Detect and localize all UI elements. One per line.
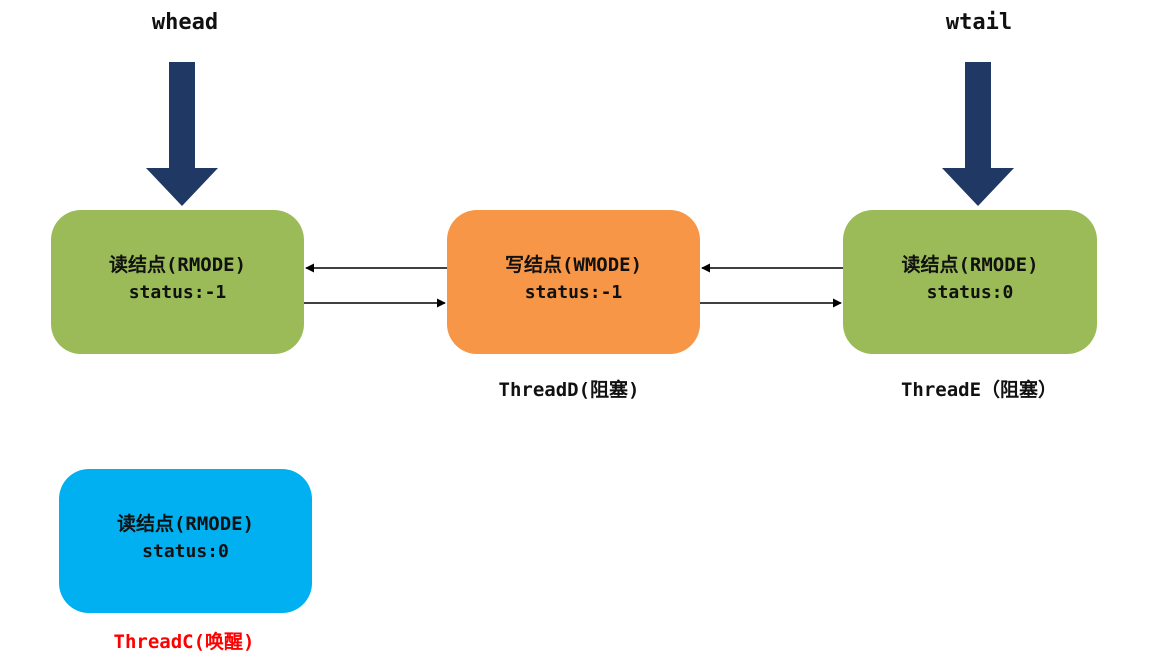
node-mode-label: 读结点(RMODE) <box>108 254 247 276</box>
tail-pointer-arrow <box>942 62 1014 206</box>
thread-c-label: ThreadC(唤醒) <box>113 631 255 653</box>
head-pointer-arrow <box>146 62 218 206</box>
node-mode-label: 读结点(RMODE) <box>116 513 255 535</box>
thread-e-label: ThreadE（阻塞） <box>900 379 1058 401</box>
read-node-tail: 读结点(RMODE) status:0 <box>843 210 1097 354</box>
node-mode-label: 写结点(WMODE) <box>504 254 643 276</box>
node-mode-label: 读结点(RMODE) <box>901 254 1039 276</box>
write-node: 写结点(WMODE) status:-1 <box>447 210 700 354</box>
node-status-label: status:0 <box>926 282 1014 303</box>
node-status-label: status:-1 <box>128 282 227 303</box>
node-status-label: status:0 <box>142 541 229 562</box>
awakened-read-node: 读结点(RMODE) status:0 <box>59 469 312 613</box>
head-pointer-label: whead <box>151 10 219 35</box>
tail-pointer-label: wtail <box>945 10 1013 35</box>
node-status-label: status:-1 <box>524 282 623 303</box>
read-node-head: 读结点(RMODE) status:-1 <box>51 210 304 354</box>
thread-d-label: ThreadD(阻塞) <box>498 379 640 401</box>
